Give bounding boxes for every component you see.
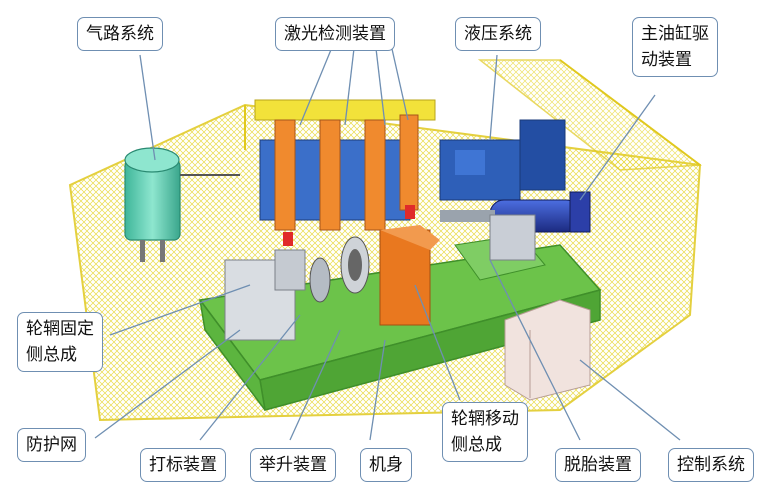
- air-tank: [124, 147, 240, 262]
- label-marking-device: 打标装置: [140, 448, 226, 482]
- label-guard-net: 防护网: [17, 428, 86, 462]
- rim-moving-assembly: [340, 225, 440, 326]
- label-rim-moving-side: 轮辋移动 侧总成: [442, 402, 528, 462]
- control-cabinet: [504, 299, 591, 401]
- leader-lines: [94, 39, 681, 441]
- rim-fixed-assembly: [224, 249, 331, 341]
- laser-detection-unit: [254, 99, 436, 246]
- label-main-cylinder-drive: 主油缸驱 动装置: [632, 17, 718, 77]
- tire-removal-unit: [454, 214, 546, 281]
- label-laser-detection: 激光检测装置: [275, 17, 395, 51]
- label-control-system: 控制系统: [668, 448, 754, 482]
- label-pneumatic-system: 气路系统: [77, 17, 163, 51]
- label-tire-removal: 脱胎装置: [555, 448, 641, 482]
- label-rim-fixed-side: 轮辋固定 侧总成: [17, 312, 103, 372]
- hydraulic-unit: [439, 119, 566, 201]
- label-lifting-device: 举升装置: [250, 448, 336, 482]
- label-machine-frame: 机身: [360, 448, 412, 482]
- label-hydraulic-system: 液压系统: [455, 17, 541, 51]
